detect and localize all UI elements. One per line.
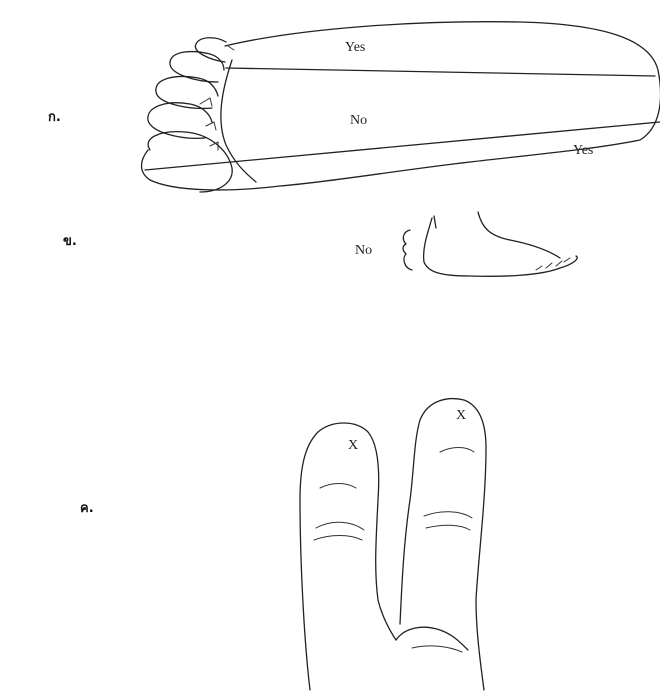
sole-diagram: Yes No Yes [142,22,660,192]
panel-label-a: ก. [48,110,61,125]
side-foot-bracket [403,230,412,270]
right-finger-crease-2 [424,512,472,518]
zone-middle-label: No [350,113,367,128]
side-foot-diagram: No [355,212,577,276]
toe-crease-4 [228,46,234,50]
palm-crease [412,646,462,652]
big-toe [148,132,232,192]
sole-outline [142,22,660,190]
left-finger-crease-1 [320,484,356,489]
right-finger-crease-3 [426,525,470,530]
panel-label-c: ค. [80,501,94,516]
ball-curve [221,60,256,182]
left-finger-mark: X [348,438,358,453]
zone-line-upper [226,68,655,76]
toe-5 [195,38,226,62]
zone-top-label: Yes [345,40,365,55]
zone-bottom-label: Yes [573,143,593,158]
finger-diagram: X X [300,399,486,690]
side-foot-outline [424,218,578,276]
right-finger-mark: X [456,408,466,423]
right-finger-crease-1 [440,448,474,453]
side-foot-top [478,212,560,258]
side-foot-label: No [355,243,372,258]
side-toes [536,258,570,270]
toe-crease-3 [210,142,218,150]
side-heel-mark [434,216,436,228]
left-finger-crease-2 [316,522,364,530]
toe-crease-1 [200,98,212,106]
panel-label-b: ข. [63,234,77,249]
left-finger-crease-3 [314,536,362,541]
palm-webbing [396,627,468,650]
toe-crease-2 [206,122,216,130]
left-finger-outline [300,423,396,690]
